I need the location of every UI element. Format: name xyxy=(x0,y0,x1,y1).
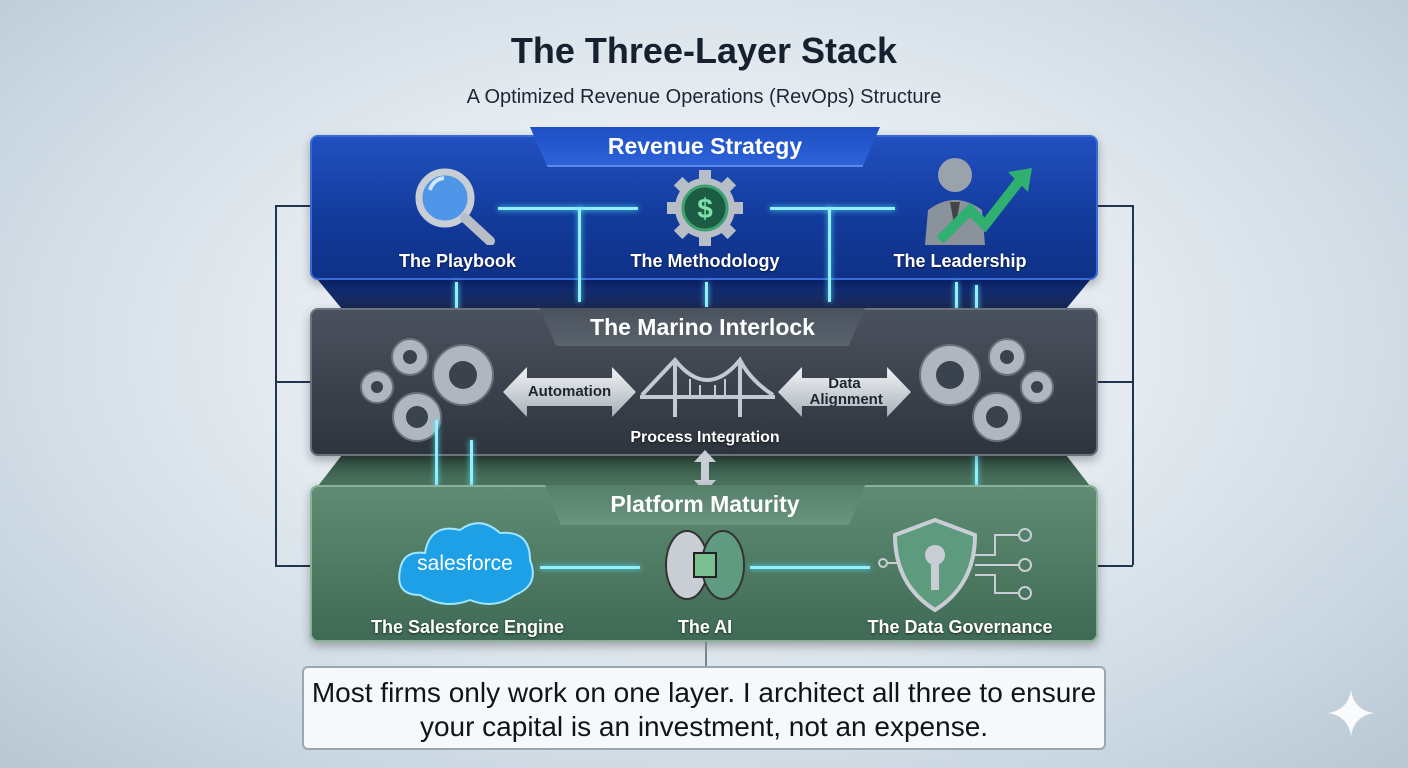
left-loop-mid xyxy=(275,381,310,383)
sparkle-icon xyxy=(1328,690,1374,736)
right-loop-mid xyxy=(1098,381,1133,383)
flow-arrow xyxy=(705,282,708,307)
left-loop-top xyxy=(275,205,310,207)
item-label: The Data Governance xyxy=(867,617,1053,637)
svg-text:salesforce: salesforce xyxy=(417,552,513,575)
layer-title: Revenue Strategy xyxy=(530,127,880,167)
flow-arrow xyxy=(540,566,640,569)
right-loop-bottom xyxy=(1098,565,1133,567)
page-subtitle: A Optimized Revenue Operations (RevOps) … xyxy=(466,86,942,108)
flow-arrow xyxy=(955,282,958,332)
item-label: Data Alignment xyxy=(809,375,883,408)
automation-arrow: Automation xyxy=(503,367,636,417)
item-label: The AI xyxy=(677,617,733,637)
brain-chip-icon xyxy=(665,530,745,600)
layer-divider-1 xyxy=(318,280,1090,308)
item-label: The Methodology xyxy=(630,251,780,271)
leader-growth-icon xyxy=(925,158,1032,245)
page-title: The Three-Layer Stack xyxy=(510,30,898,71)
item-label: The Salesforce Engine xyxy=(370,617,565,637)
cloud-icon: salesforce xyxy=(398,522,534,605)
dollar-gear-icon: $ xyxy=(667,170,743,246)
footer-quote: Most firms only work on one layer. I arc… xyxy=(302,666,1106,750)
gears-icon xyxy=(919,338,1054,442)
flow-arrow xyxy=(470,440,473,520)
flow-arrow xyxy=(578,207,581,302)
item-label: The Playbook xyxy=(398,251,517,271)
layer-title: The Marino Interlock xyxy=(540,308,865,346)
flow-arrow xyxy=(455,282,458,332)
flow-arrow xyxy=(435,420,438,500)
left-loop-connector xyxy=(275,205,277,565)
layer-title: Platform Maturity xyxy=(545,485,865,525)
flow-arrow xyxy=(770,207,895,210)
shield-key-icon xyxy=(878,517,1032,613)
updown-arrow-icon xyxy=(694,450,716,492)
left-loop-bottom xyxy=(275,565,310,567)
gears-icon xyxy=(360,338,494,442)
magnifier-icon xyxy=(415,168,495,245)
flow-arrow xyxy=(498,207,638,210)
right-loop-top xyxy=(1098,205,1133,207)
bridge-icon xyxy=(640,356,775,417)
item-label: The Leadership xyxy=(893,251,1027,271)
svg-text:$: $ xyxy=(697,193,713,224)
item-label: Automation xyxy=(527,383,612,400)
item-label: Process Integration xyxy=(630,429,780,446)
flow-arrow xyxy=(828,207,831,302)
right-loop-connector xyxy=(1132,205,1134,565)
connector-line xyxy=(705,642,707,667)
flow-arrow xyxy=(750,566,870,569)
